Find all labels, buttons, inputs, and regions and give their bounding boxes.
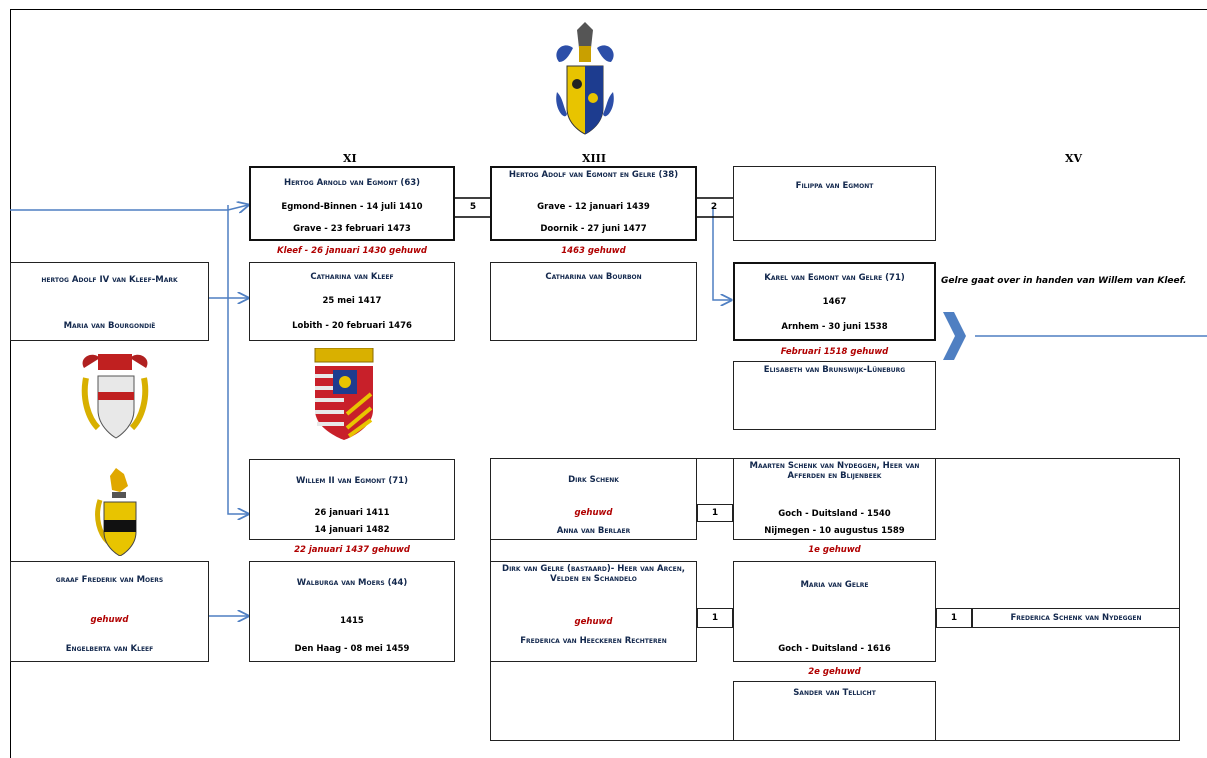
person-adolf-card[interactable]: Hertog Adolf van Egmont en Gelre (38) Gr… (490, 166, 697, 241)
person-died: Doornik - 27 juni 1477 (540, 224, 647, 234)
children-count: 1 (711, 508, 719, 518)
person-name: Walburga van Moers (44) (296, 578, 408, 588)
children-count: 1 (711, 613, 719, 623)
frame-top-border (10, 9, 1207, 10)
generation-xi: XI (343, 152, 357, 165)
person-name: Maria van Gelre (800, 580, 869, 590)
person-name: Dirk van Gelre (bastaard)- Heer van Arce… (502, 564, 685, 584)
person-filippa-card[interactable]: Filippa van Egmont (733, 166, 936, 241)
coat-of-arms-gelre-icon (556, 22, 614, 135)
person-died: Grave - 23 februari 1473 (293, 224, 411, 234)
chevron-right-icon (943, 312, 966, 360)
marriage-note: 1463 gehuwd (561, 246, 626, 256)
person-name: Dirk Schenk (568, 475, 619, 485)
marriage-note: 22 januari 1437 gehuwd (294, 545, 410, 555)
frame-left-border (10, 9, 11, 758)
person-father: hertog Adolf IV van Kleef-Mark (41, 275, 178, 285)
generation-xiii: XIII (582, 152, 606, 165)
person-born: 1415 (340, 616, 364, 626)
marriage-note: Februari 1518 gehuwd (780, 347, 889, 357)
person-born: Egmond-Binnen - 14 juli 1410 (281, 202, 423, 212)
marriage-label: gehuwd (574, 508, 613, 518)
person-dirk-gelre-card[interactable]: Dirk van Gelre (bastaard)- Heer van Arce… (490, 561, 697, 662)
person-name: Hertog Adolf van Egmont en Gelre (38) (508, 170, 679, 180)
person-name: Hertog Arnold van Egmont (63) (283, 178, 421, 188)
person-born: 25 mei 1417 (322, 296, 382, 306)
person-mother: Engelberta van Kleef (65, 644, 154, 654)
person-mother: Maria van Bourgondië (63, 321, 156, 331)
marriage-note: 2e gehuwd (808, 667, 861, 677)
children-count: 5 (469, 202, 477, 212)
person-name: Catharina van Bourbon (545, 272, 642, 282)
person-frederica-card[interactable]: Frederica Schenk van Nydeggen (972, 608, 1180, 628)
person-died: Nijmegen - 10 augustus 1589 (764, 526, 905, 536)
person-died: Arnhem - 30 juni 1538 (781, 322, 888, 332)
person-born: 1467 (822, 297, 847, 307)
person-born: Grave - 12 januari 1439 (537, 202, 650, 212)
person-maria-gelre-card[interactable]: Maria van Gelre Goch - Duitsland - 1616 (733, 561, 936, 662)
person-name: Willem II van Egmont (71) (296, 476, 408, 486)
coat-of-arms-egmont-kleef-icon (314, 348, 374, 440)
person-elisabeth-card[interactable]: Elisabeth van Brunswijk-Lüneburg (733, 361, 936, 430)
person-born: 26 januari 1411 (314, 508, 390, 518)
person-dirk-schenk-card[interactable]: Dirk Schenk gehuwd Anna van Berlaer (490, 458, 697, 540)
person-spouse: Anna van Berlaer (556, 526, 631, 536)
person-name: Frederica Schenk van Nydeggen (1010, 613, 1142, 623)
coat-of-arms-kleef-mark-icon (81, 354, 149, 439)
children-count-box: 1 (936, 608, 972, 628)
person-arnold-card[interactable]: Hertog Arnold van Egmont (63) Egmond-Bin… (249, 166, 455, 241)
children-count-box: 1 (697, 504, 733, 522)
person-karel-card[interactable]: Karel van Egmont van Gelre (71) 1467 Arn… (733, 262, 936, 341)
person-walburga-card[interactable]: Walburga van Moers (44) 1415 Den Haag - … (249, 561, 455, 662)
person-name: Maarten Schenk van Nydeggen, Heer van Af… (749, 461, 920, 481)
person-moers-parents-card[interactable]: graaf Frederik van Moers gehuwd Engelber… (10, 561, 209, 662)
person-born: Goch - Duitsland - 1540 (778, 509, 891, 519)
marriage-label: gehuwd (574, 617, 613, 627)
succession-note: Gelre gaat over in handen van Willem van… (941, 276, 1187, 286)
person-name: Filippa van Egmont (795, 181, 874, 191)
marriage-note: 1e gehuwd (808, 545, 861, 555)
person-name: Karel van Egmont van Gelre (71) (764, 273, 905, 283)
person-name: Sander van Tellicht (793, 688, 876, 698)
children-count-box: 1 (697, 608, 733, 628)
person-spouse: Frederica van Heeckeren Rechteren (520, 636, 667, 646)
generation-xv: XV (1065, 152, 1083, 165)
person-name: Catharina van Kleef (310, 272, 394, 282)
person-name: Elisabeth van Brunswijk-Lüneburg (763, 365, 906, 375)
person-kleef-parents-card[interactable]: hertog Adolf IV van Kleef-Mark Maria van… (10, 262, 209, 341)
person-willem-card[interactable]: Willem II van Egmont (71) 26 januari 141… (249, 459, 455, 540)
children-count: 1 (950, 613, 958, 623)
person-catharina-bourbon-card[interactable]: Catharina van Bourbon (490, 262, 697, 341)
person-sander-card[interactable]: Sander van Tellicht (733, 681, 936, 741)
person-catharina-kleef-card[interactable]: Catharina van Kleef 25 mei 1417 Lobith -… (249, 262, 455, 341)
person-father: graaf Frederik van Moers (55, 575, 164, 585)
person-maarten-card[interactable]: Maarten Schenk van Nydeggen, Heer van Af… (733, 458, 936, 540)
marriage-label: gehuwd (90, 615, 129, 625)
marriage-note: Kleef - 26 januari 1430 gehuwd (276, 246, 428, 256)
coat-of-arms-moers-icon (95, 468, 137, 556)
children-count: 2 (710, 202, 718, 212)
person-died: 14 januari 1482 (314, 525, 390, 535)
person-born: Goch - Duitsland - 1616 (778, 644, 891, 654)
person-died: Lobith - 20 februari 1476 (292, 321, 412, 331)
person-died: Den Haag - 08 mei 1459 (294, 644, 410, 654)
